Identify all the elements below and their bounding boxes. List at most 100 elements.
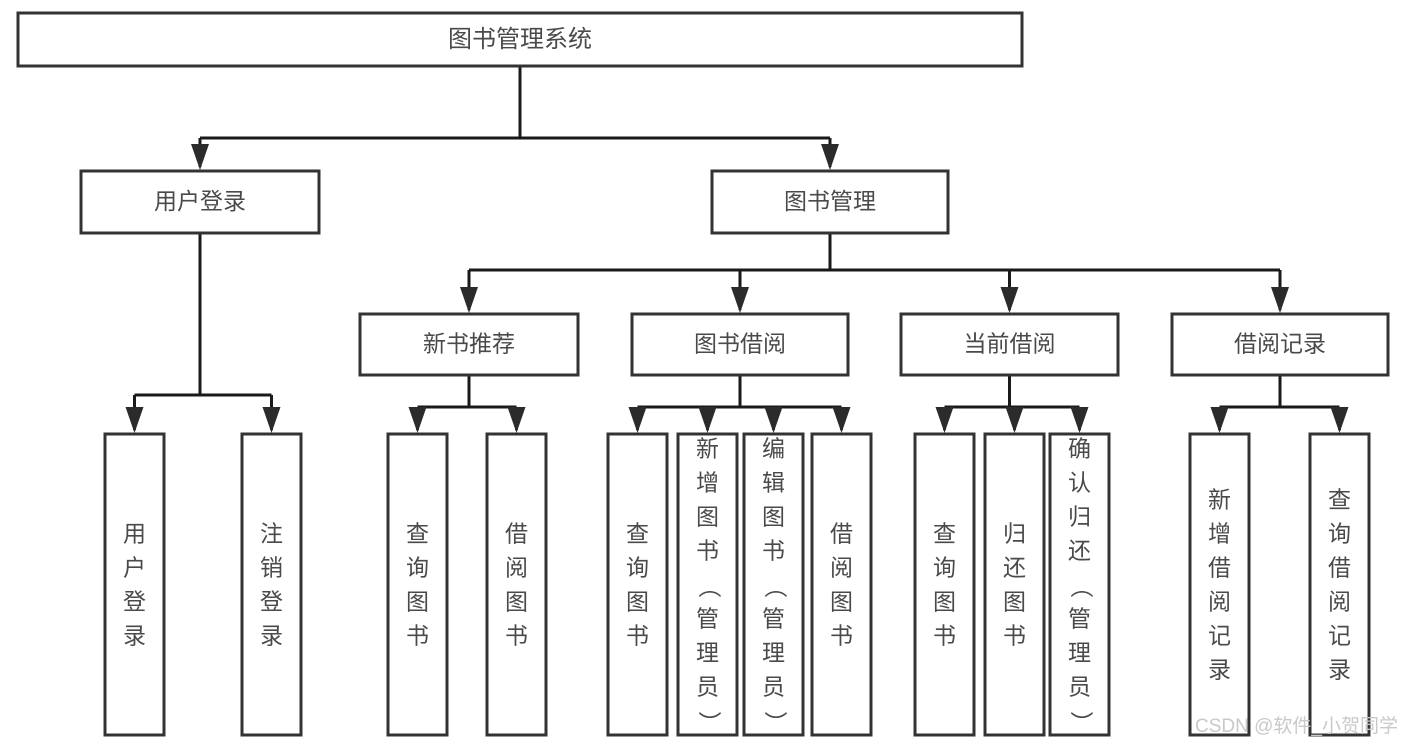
arrow-head-icon-l3-3 xyxy=(1271,287,1289,313)
svg-text:（: （ xyxy=(1068,575,1094,598)
svg-text:记: 记 xyxy=(1208,623,1231,649)
node-leaf-借阅图书-3[interactable] xyxy=(485,432,548,737)
node-借阅记录[interactable] xyxy=(1170,312,1390,377)
svg-text:借: 借 xyxy=(1328,555,1351,581)
svg-text:员: 员 xyxy=(1068,674,1091,700)
svg-text:录: 录 xyxy=(123,623,146,649)
svg-text:图: 图 xyxy=(762,504,785,530)
svg-text:查: 查 xyxy=(933,521,956,547)
node-leaf-新增借阅记录-11[interactable] xyxy=(1188,432,1251,737)
arrow-head-icon-leaf-1 xyxy=(262,407,281,433)
node-leaf-查询借阅记录-12[interactable] xyxy=(1308,432,1371,737)
svg-text:（: （ xyxy=(696,575,722,598)
svg-text:图: 图 xyxy=(830,589,853,615)
arrow-head-icon-leaf-8 xyxy=(935,407,954,433)
node-leaf-确认归还管理员-10[interactable] xyxy=(1048,432,1111,737)
svg-text:用: 用 xyxy=(123,521,146,547)
svg-text:书: 书 xyxy=(933,623,956,649)
node-当前借阅[interactable] xyxy=(899,312,1120,377)
svg-text:借: 借 xyxy=(830,521,853,547)
node-root[interactable] xyxy=(16,11,1024,68)
svg-text:阅: 阅 xyxy=(505,555,528,581)
arrow-head-icon-leaf-6 xyxy=(764,407,783,433)
arrow-head-icon-leaf-3 xyxy=(507,407,526,433)
svg-text:书: 书 xyxy=(406,623,429,649)
node-leaf-用户登录-0[interactable] xyxy=(103,432,166,737)
arrow-head-icon-leaf-2 xyxy=(408,407,427,433)
node-leaf-查询图书-8[interactable] xyxy=(913,432,976,737)
svg-text:阅: 阅 xyxy=(830,555,853,581)
arrow-head-icon-leaf-4 xyxy=(628,407,647,433)
svg-text:图: 图 xyxy=(406,589,429,615)
svg-text:书: 书 xyxy=(505,623,528,649)
svg-text:确: 确 xyxy=(1068,436,1091,462)
svg-text:记: 记 xyxy=(1328,623,1351,649)
svg-text:还: 还 xyxy=(1003,555,1026,581)
node-leaf-编辑图书管理员-6[interactable] xyxy=(742,432,805,737)
svg-text:）: ） xyxy=(696,711,722,734)
arrow-head-icon-leaf-7 xyxy=(832,407,851,433)
arrow-head-icon-leaf-12 xyxy=(1330,407,1349,433)
svg-text:借: 借 xyxy=(505,521,528,547)
node-用户登录[interactable] xyxy=(79,169,321,235)
csdn-watermark: CSDN @软件_小贺同学 xyxy=(1195,715,1398,737)
svg-text:询: 询 xyxy=(933,555,956,581)
node-图书借阅[interactable] xyxy=(630,312,850,377)
svg-text:新: 新 xyxy=(696,436,719,462)
svg-text:理: 理 xyxy=(1068,640,1091,666)
svg-text:书: 书 xyxy=(1003,623,1026,649)
node-leaf-查询图书-4[interactable] xyxy=(606,432,669,737)
svg-text:管: 管 xyxy=(762,606,785,632)
labels-layer: 图书管理系统用户登录图书管理新书推荐图书借阅当前借阅借阅记录用户登录注销登录查询… xyxy=(123,26,1351,734)
svg-text:（: （ xyxy=(762,575,788,598)
svg-text:图: 图 xyxy=(505,589,528,615)
node-图书管理-label: 图书管理 xyxy=(784,188,876,214)
svg-text:员: 员 xyxy=(762,674,785,700)
svg-text:管: 管 xyxy=(696,606,719,632)
svg-text:员: 员 xyxy=(696,674,719,700)
arrow-head-icon-l2-0 xyxy=(191,144,209,170)
svg-text:编: 编 xyxy=(762,436,785,462)
svg-text:询: 询 xyxy=(406,555,429,581)
node-leaf-新增图书管理员-5[interactable] xyxy=(676,432,739,737)
svg-text:借: 借 xyxy=(1208,555,1231,581)
node-leaf-归还图书-9[interactable] xyxy=(983,432,1046,737)
svg-text:新: 新 xyxy=(1208,487,1231,513)
svg-text:询: 询 xyxy=(1328,521,1351,547)
arrow-head-icon-leaf-10 xyxy=(1070,407,1089,433)
svg-text:书: 书 xyxy=(696,538,719,564)
node-root-label: 图书管理系统 xyxy=(448,26,592,53)
svg-text:还: 还 xyxy=(1068,538,1091,564)
svg-text:登: 登 xyxy=(123,589,146,615)
arrow-head-icon-l3-1 xyxy=(731,287,749,313)
node-leaf-借阅图书-7[interactable] xyxy=(810,432,873,737)
node-图书管理[interactable] xyxy=(710,169,950,235)
svg-text:认: 认 xyxy=(1068,470,1091,496)
node-新书推荐[interactable] xyxy=(358,312,580,377)
svg-text:录: 录 xyxy=(1208,657,1231,683)
boxes-layer xyxy=(16,11,1390,737)
node-当前借阅-label: 当前借阅 xyxy=(964,331,1056,357)
node-leaf-查询图书-2[interactable] xyxy=(386,432,449,737)
svg-text:）: ） xyxy=(762,711,788,734)
arrow-head-icon-leaf-0 xyxy=(125,407,144,433)
arrow-head-icon-l2-1 xyxy=(821,144,839,170)
arrow-head-icon-leaf-9 xyxy=(1005,407,1024,433)
svg-text:录: 录 xyxy=(1328,657,1351,683)
svg-text:阅: 阅 xyxy=(1208,589,1231,615)
svg-text:查: 查 xyxy=(626,521,649,547)
svg-text:理: 理 xyxy=(762,640,785,666)
arrow-head-icon-l3-0 xyxy=(460,287,478,313)
node-借阅记录-label: 借阅记录 xyxy=(1234,331,1326,357)
node-leaf-注销登录-1[interactable] xyxy=(240,432,303,737)
